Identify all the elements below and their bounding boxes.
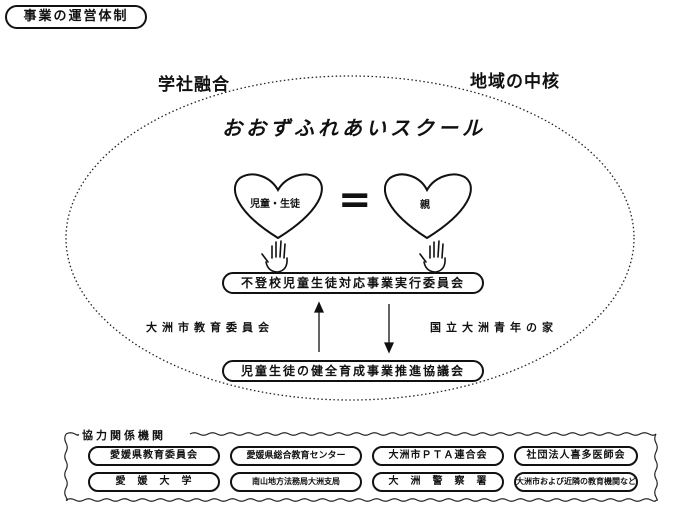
school-name: おおずふれあいスクール: [222, 116, 486, 140]
committee-label: 不登校児童生徒対応事業実行委員会: [222, 272, 484, 294]
hand-right-icon: [419, 240, 446, 273]
heart-left-icon: [233, 173, 323, 240]
arrow-down-icon: [383, 304, 395, 354]
page-title: 事業の運営体制: [5, 5, 147, 29]
council-label: 児童生徒の健全育成事業推進協議会: [222, 360, 484, 382]
label-school-community-integration: 学社融合: [158, 75, 230, 95]
side-label-left: 大洲市教育委員会: [146, 321, 274, 334]
label-community-core: 地域の中核: [470, 72, 560, 92]
partner-item: 愛媛県教育委員会: [88, 446, 220, 466]
equals-sign: =: [338, 177, 372, 223]
school-ellipse: [65, 75, 635, 401]
partner-item: 南山地方法務局大洲支局: [230, 472, 362, 492]
partners-wavy-border: [64, 432, 658, 502]
heart-right-icon: [383, 173, 472, 240]
side-label-right: 国立大洲青年の家: [430, 321, 558, 334]
arrow-up-icon: [313, 301, 325, 352]
partner-item: 社団法人喜多医師会: [514, 446, 638, 466]
partner-item: 愛 媛 大 学: [88, 472, 220, 492]
partner-item: 大洲市ＰＴＡ連合会: [372, 446, 504, 466]
heart-right-label: 親: [420, 200, 430, 211]
partners-title: 協力関係機関: [80, 427, 168, 443]
partner-item: 大 洲 警 察 署: [372, 472, 504, 492]
partner-item: 大洲市および近隣の教育機関など: [514, 472, 638, 492]
hand-left-icon: [261, 240, 288, 273]
heart-left-label: 児童・生徒: [250, 199, 300, 210]
partner-item: 愛媛県総合教育センター: [230, 446, 362, 466]
